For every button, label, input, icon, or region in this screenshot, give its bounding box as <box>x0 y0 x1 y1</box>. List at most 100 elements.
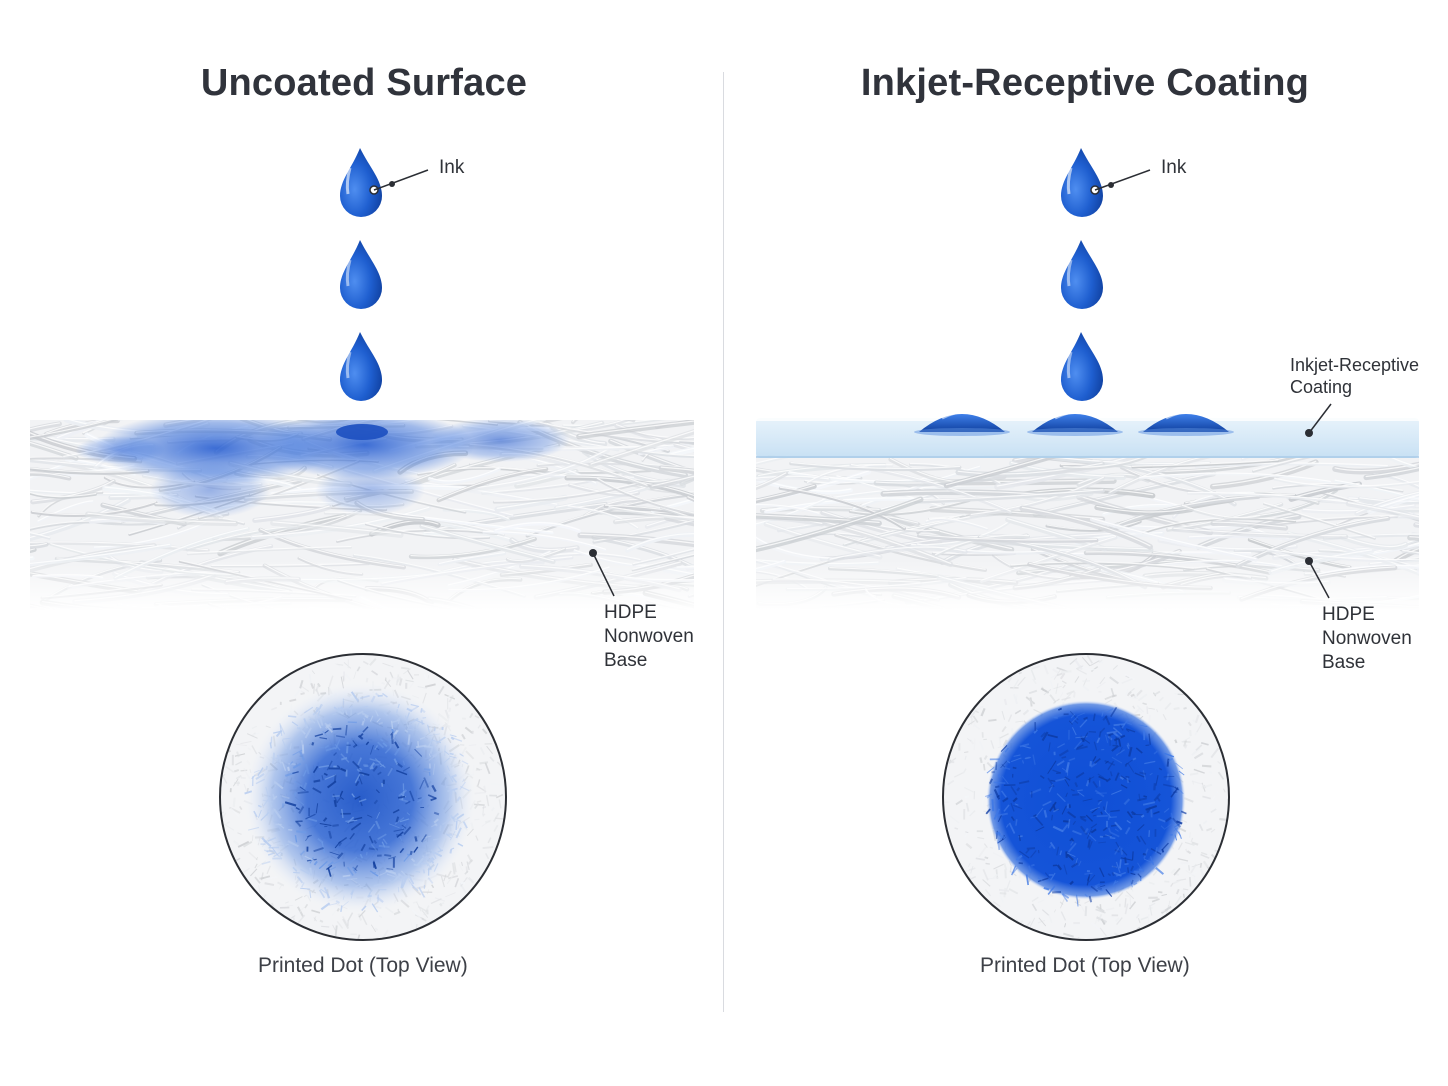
texture-fleck <box>439 903 443 907</box>
fiber-strand <box>364 523 491 540</box>
texture-fleck <box>273 808 282 819</box>
texture-fleck <box>1151 898 1160 903</box>
fiber-highlight <box>272 521 402 535</box>
texture-fleck <box>1081 666 1090 670</box>
texture-fleck <box>367 888 373 897</box>
fiber-strand <box>664 515 694 527</box>
fiber-strand <box>756 535 837 562</box>
fiber-strand <box>660 507 694 521</box>
texture-fleck <box>410 858 416 863</box>
texture-fleck <box>369 715 374 722</box>
fiber-strand <box>82 420 117 435</box>
texture-fleck <box>984 793 993 798</box>
texture-fleck <box>1199 746 1205 753</box>
texture-fleck <box>1079 903 1085 912</box>
texture-fleck <box>1076 712 1085 717</box>
texture-fleck <box>1013 754 1021 757</box>
texture-fleck <box>1057 707 1062 711</box>
coated-scene <box>756 148 1419 941</box>
texture-fleck <box>493 812 500 823</box>
texture-fleck <box>1094 883 1100 888</box>
texture-fleck <box>451 816 461 822</box>
texture-fleck <box>293 792 297 797</box>
texture-fleck <box>413 846 419 853</box>
texture-fleck <box>1177 858 1189 862</box>
texture-fleck <box>1074 676 1080 683</box>
texture-fleck <box>1083 716 1088 721</box>
texture-fleck <box>451 774 457 778</box>
texture-fleck <box>1119 776 1124 781</box>
texture-fleck <box>944 787 947 792</box>
texture-fleck <box>467 854 473 863</box>
texture-fleck <box>296 830 307 834</box>
texture-fleck <box>313 917 317 922</box>
texture-fleck <box>362 726 369 733</box>
fiber-strand <box>408 536 537 560</box>
texture-fleck <box>332 795 340 798</box>
texture-fleck <box>1177 787 1184 795</box>
texture-fleck <box>1010 802 1015 812</box>
texture-fleck <box>1097 799 1103 802</box>
texture-fleck <box>444 750 450 756</box>
texture-fleck <box>369 870 379 877</box>
texture-fleck <box>345 741 349 754</box>
texture-fleck <box>1007 676 1013 683</box>
fiber-strand <box>436 466 549 503</box>
texture-fleck <box>1105 760 1109 764</box>
texture-fleck <box>1003 887 1007 898</box>
texture-fleck <box>300 887 311 890</box>
texture-fleck <box>1016 694 1018 700</box>
texture-fleck <box>1158 696 1164 702</box>
texture-fleck <box>282 737 291 740</box>
texture-fleck <box>1170 882 1174 888</box>
texture-fleck <box>1012 679 1020 690</box>
fiber-strand <box>567 505 639 530</box>
texture-fleck <box>417 741 420 747</box>
texture-fleck <box>427 867 432 871</box>
texture-fleck <box>1126 891 1135 900</box>
texture-fleck <box>1136 835 1141 843</box>
texture-fleck <box>408 880 415 888</box>
texture-fleck <box>978 741 985 751</box>
texture-fleck <box>271 706 278 711</box>
texture-fleck <box>285 843 289 846</box>
texture-fleck <box>980 707 986 717</box>
texture-fleck <box>1089 761 1092 767</box>
texture-fleck <box>368 835 374 844</box>
texture-fleck <box>377 833 387 840</box>
fiber-highlight <box>392 512 554 533</box>
texture-fleck <box>351 760 361 770</box>
texture-fleck <box>462 821 468 829</box>
fiber-highlight <box>652 498 694 511</box>
texture-fleck <box>398 789 408 797</box>
fiber-highlight <box>93 521 207 548</box>
fiber-highlight <box>788 471 937 482</box>
texture-fleck <box>342 895 345 900</box>
texture-fleck <box>1101 834 1112 838</box>
fiber-highlight <box>1091 517 1257 560</box>
texture-fleck <box>1043 664 1049 675</box>
fiber-strand <box>85 511 239 527</box>
texture-fleck <box>317 838 324 844</box>
texture-fleck <box>397 718 401 724</box>
coating-label-line: Inkjet-Receptive <box>1290 355 1420 375</box>
texture-fleck <box>366 851 368 856</box>
texture-fleck <box>1200 742 1209 746</box>
texture-fleck <box>1029 917 1036 928</box>
fiber-strand <box>463 447 610 493</box>
texture-fleck <box>447 787 458 793</box>
texture-fleck <box>420 708 423 713</box>
texture-fleck <box>370 762 376 768</box>
texture-fleck <box>340 905 343 912</box>
texture-fleck <box>324 729 329 734</box>
texture-fleck <box>421 834 427 843</box>
texture-fleck <box>356 666 361 672</box>
texture-fleck <box>1077 789 1083 792</box>
texture-fleck <box>393 758 399 765</box>
fiber-highlight <box>590 430 694 465</box>
fiber-highlight <box>1007 518 1106 549</box>
texture-fleck <box>253 769 260 773</box>
texture-fleck <box>1060 911 1067 921</box>
texture-fleck <box>1032 754 1036 765</box>
texture-fleck <box>1090 922 1101 931</box>
